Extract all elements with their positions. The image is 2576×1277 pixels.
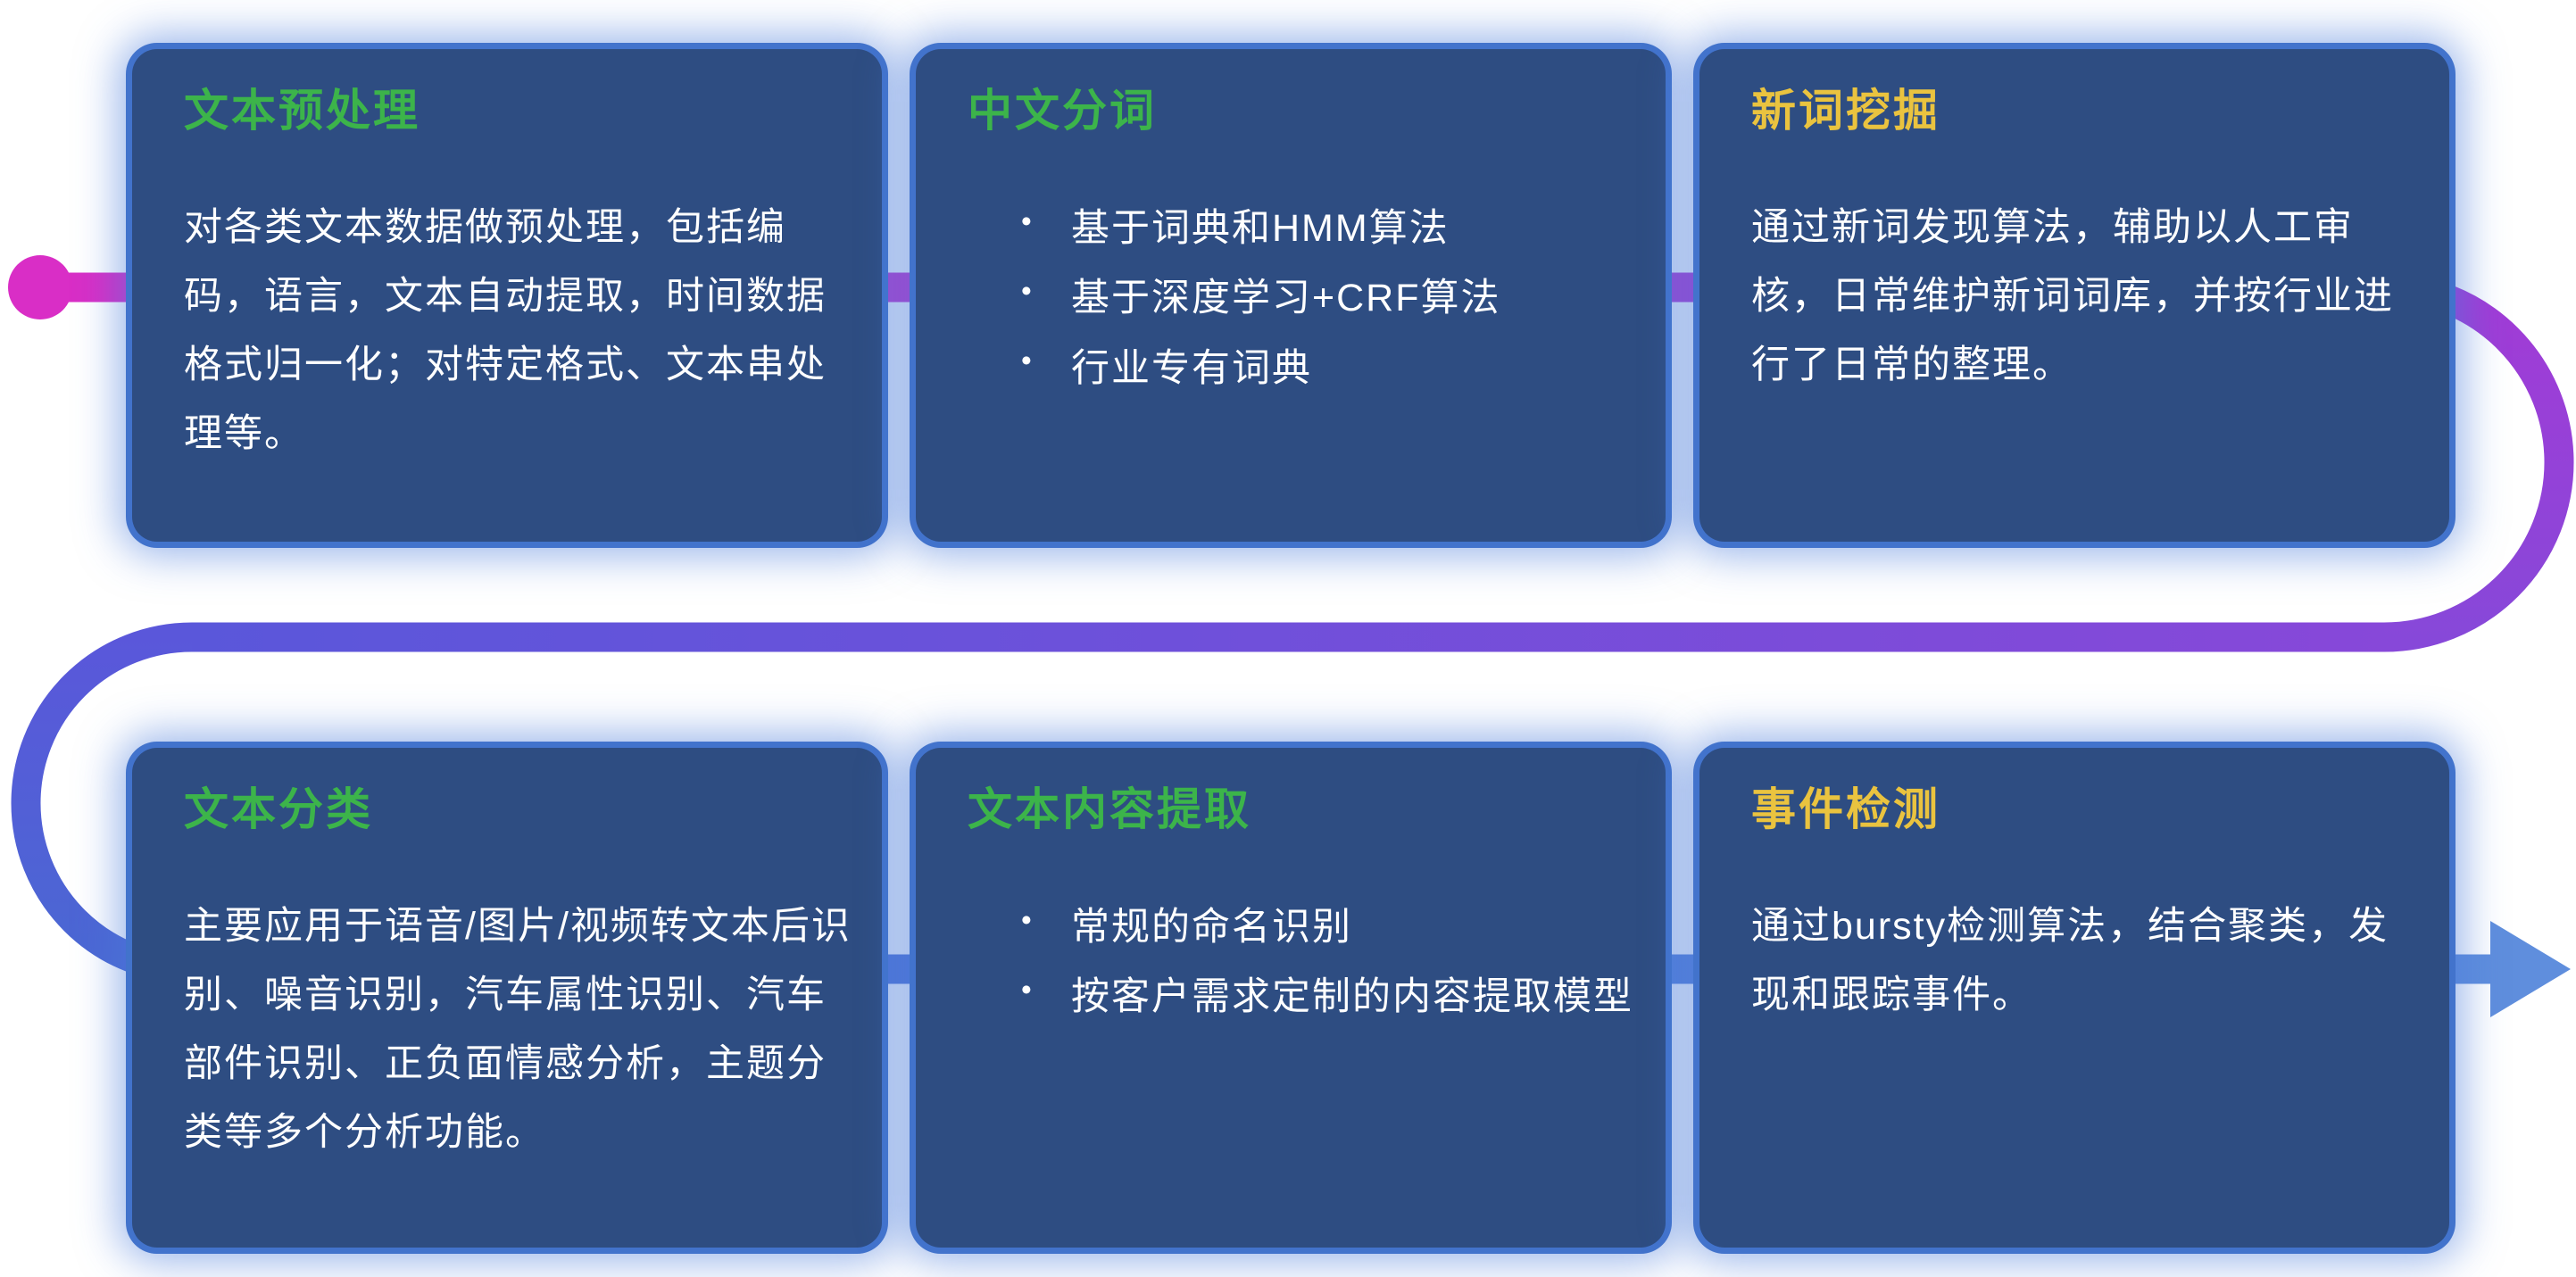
card-chinese-word-segmentation: 中文分词 基于词典和HMM算法基于深度学习+CRF算法行业专有词典 [916, 49, 1666, 542]
card-title: 文本内容提取 [968, 784, 1251, 834]
bullet-item: 基于词典和HMM算法 [1021, 194, 1635, 263]
bullet-item: 行业专有词典 [1021, 334, 1635, 403]
card-new-word-mining: 新词挖掘 通过新词发现算法，辅助以人工审核，日常维护新词词库，并按行业进行了日常… [1699, 49, 2449, 542]
flow-segment-left-curve [11, 622, 193, 984]
card-body: 主要应用于语音/图片/视频转文本后识别、噪音识别，汽车属性识别、汽车部件识别、正… [184, 905, 852, 1154]
card-title: 中文分词 [968, 86, 1157, 136]
flow-segment-right-curve [2383, 272, 2574, 652]
bullet-item: 常规的命名识别 [1021, 892, 1635, 962]
card-text-content-extraction: 文本内容提取 常规的命名识别按客户需求定制的内容提取模型 [916, 748, 1666, 1248]
card-title: 文本分类 [184, 784, 373, 834]
card-bullet-list: 基于词典和HMM算法基于深度学习+CRF算法行业专有词典 [968, 194, 1635, 403]
card-text-classification: 文本分类 主要应用于语音/图片/视频转文本后识别、噪音识别，汽车属性识别、汽车部… [132, 748, 882, 1248]
card-body: 对各类文本数据做预处理，包括编码，语言，文本自动提取，时间数据格式归一化；对特定… [184, 206, 827, 455]
flow-start-dot [8, 255, 72, 319]
flow-end-arrow-icon [2490, 921, 2571, 1017]
card-text-preprocessing: 文本预处理 对各类文本数据做预处理，包括编码，语言，文本自动提取，时间数据格式归… [132, 49, 882, 542]
card-body: 通过新词发现算法，辅助以人工审核，日常维护新词词库，并按行业进行了日常的整理。 [1751, 206, 2394, 386]
card-event-detection: 事件检测 通过bursty检测算法，结合聚类，发现和跟踪事件。 [1699, 748, 2449, 1248]
card-title: 文本预处理 [184, 86, 420, 136]
card-title: 新词挖掘 [1751, 86, 1940, 136]
bullet-item: 基于深度学习+CRF算法 [1021, 263, 1635, 333]
card-bullet-list: 常规的命名识别按客户需求定制的内容提取模型 [968, 892, 1635, 1032]
card-body: 通过bursty检测算法，结合聚类，发现和跟踪事件。 [1751, 905, 2389, 1016]
bullet-item: 按客户需求定制的内容提取模型 [1021, 962, 1635, 1032]
card-title: 事件检测 [1751, 784, 1940, 834]
